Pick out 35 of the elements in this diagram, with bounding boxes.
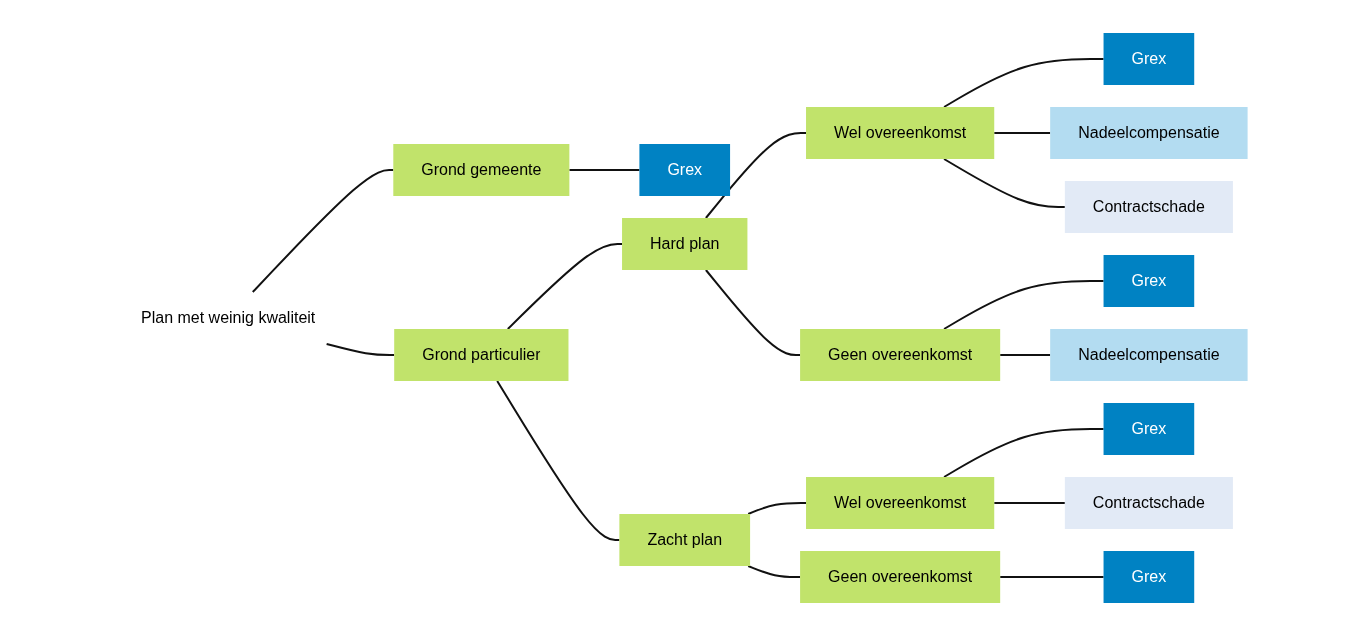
connector	[495, 380, 621, 541]
node-box: Hard plan	[621, 218, 748, 270]
connector	[506, 243, 623, 330]
connector	[746, 502, 807, 515]
connector	[568, 169, 641, 171]
node-box: Geen overeenkomst	[799, 551, 1000, 603]
connector	[942, 280, 1105, 330]
connector	[704, 269, 801, 356]
node-box: Contractschade	[1064, 181, 1233, 233]
connector	[942, 58, 1105, 108]
node-box: Geen overeenkomst	[799, 329, 1000, 381]
connector	[998, 354, 1051, 356]
node-box: Grex	[639, 144, 730, 196]
node-box: Grex	[1103, 255, 1194, 307]
node-box: Wel overeenkomst	[805, 477, 994, 529]
connector	[998, 576, 1105, 578]
node-box: Grond gemeente	[393, 144, 570, 196]
connector	[704, 132, 807, 219]
connector	[992, 132, 1051, 134]
node-box: Wel overeenkomst	[805, 107, 994, 159]
node-box: Nadeelcompensatie	[1049, 329, 1248, 381]
connector	[325, 343, 395, 356]
connector	[746, 565, 801, 578]
node-box: Contractschade	[1064, 477, 1233, 529]
connector	[942, 428, 1105, 478]
connector	[251, 169, 394, 293]
node-box: Zacht plan	[619, 514, 750, 566]
connector	[992, 502, 1066, 504]
node-box: Grex	[1103, 33, 1194, 85]
node-box: Grond particulier	[393, 329, 569, 381]
node-box: Grex	[1103, 551, 1194, 603]
node-box: Grex	[1103, 403, 1194, 455]
connector	[942, 158, 1066, 208]
node-text: Plan met weinig kwaliteit	[140, 309, 315, 326]
node-box: Nadeelcompensatie	[1049, 107, 1248, 159]
